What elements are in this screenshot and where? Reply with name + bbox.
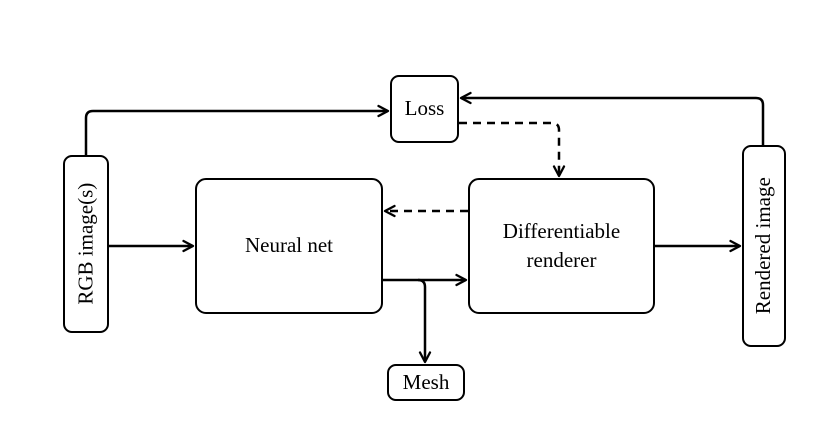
neural-net-label: Neural net [244, 233, 334, 258]
edge-rgb-to-loss [84, 104, 390, 155]
mesh-label: Mesh [402, 369, 450, 394]
node-rgb-images: RGB image(s) [63, 155, 109, 333]
node-loss: Loss [390, 75, 459, 143]
node-mesh: Mesh [387, 364, 465, 401]
loss-label: Loss [404, 96, 445, 121]
edge-rendered-to-loss [459, 91, 765, 145]
edge-loss-to-renderer-dashed [459, 121, 566, 178]
differentiable-renderer-label: Differentiable renderer [502, 218, 621, 272]
node-rendered-image: Rendered image [742, 145, 786, 347]
rendered-image-label: Rendered image [751, 177, 776, 315]
edge-neural-net-to-mesh [417, 278, 432, 364]
rgb-images-label: RGB image(s) [73, 183, 98, 305]
node-differentiable-renderer: Differentiable renderer [468, 178, 655, 314]
node-neural-net: Neural net [195, 178, 383, 314]
